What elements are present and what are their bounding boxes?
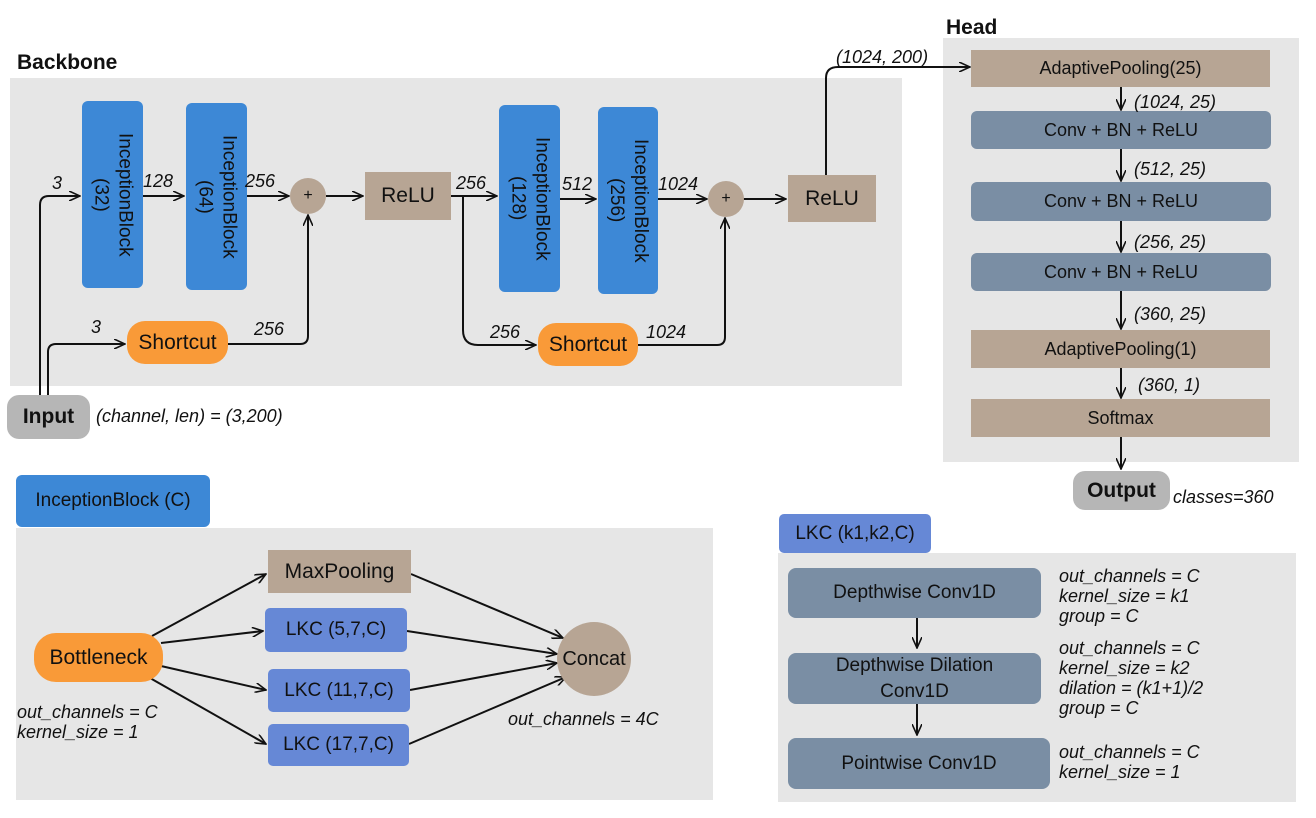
depthwise-dilation-conv1d-node[interactable]: Depthwise Dilation Conv1D [788, 653, 1041, 704]
head-dim-4: (360, 25) [1134, 304, 1207, 324]
bottleneck-node-label: Bottleneck [49, 645, 148, 669]
dim-label-128: 128 [143, 171, 174, 191]
inception-block-32-label: InceptionBlock (32) [90, 132, 136, 257]
dim-label-256-shortcut2: 256 [490, 322, 521, 342]
lkc-5-7-node-label: LKC (5,7,C) [285, 619, 387, 640]
maxpooling-node-label: MaxPooling [284, 559, 395, 583]
pointwise-conv1d-node-label: Pointwise Conv1D [841, 752, 997, 774]
dim-label-256-a: 256 [245, 171, 276, 191]
shortcut-2[interactable]: Shortcut [538, 323, 638, 366]
add-node-1-symbol: + [303, 187, 313, 204]
output-node-label: Output [1087, 478, 1156, 502]
bottleneck-node[interactable]: Bottleneck [34, 633, 163, 682]
head-dim-1: (1024, 25) [1134, 92, 1217, 112]
pointwise-params: out_channels = C kernel_size = 1 [1059, 742, 1200, 782]
head-adaptive-pooling-1-label: AdaptivePooling(1) [1044, 338, 1197, 359]
depthwise-conv1d-node[interactable]: Depthwise Conv1D [788, 568, 1041, 618]
output-description: classes=360 [1173, 487, 1274, 507]
head-conv-block-3[interactable]: Conv + BN + ReLU [971, 253, 1271, 291]
concat-node-label: Concat [562, 647, 626, 670]
inception-detail-title-label: InceptionBlock (C) [35, 490, 191, 511]
add-node-2[interactable]: + [708, 181, 744, 217]
depthwise-conv1d-node-label: Depthwise Conv1D [833, 582, 996, 603]
inception-block-256[interactable]: InceptionBlock (256) [598, 107, 658, 294]
dim-label-256-shortcut1: 256 [254, 319, 285, 339]
add-node-1[interactable]: + [290, 178, 326, 214]
dim-label-3-bottom: 3 [91, 317, 102, 337]
inception-detail-title: InceptionBlock (C) [16, 475, 210, 527]
dim-label-1024-a: 1024 [658, 174, 699, 194]
inception-block-64-label: InceptionBlock (64) [194, 134, 240, 259]
lkc-17-7-node[interactable]: LKC (17,7,C) [268, 724, 409, 766]
head-softmax-label: Softmax [1087, 407, 1154, 428]
concat-params: out_channels = 4C [508, 709, 659, 729]
dim-label-1024-shortcut2: 1024 [646, 322, 687, 342]
inception-block-256-label: InceptionBlock (256) [606, 138, 651, 263]
relu-2[interactable]: ReLU [788, 175, 876, 222]
head-adaptive-pooling-25[interactable]: AdaptivePooling(25) [971, 50, 1270, 87]
shortcut-2-label: Shortcut [548, 332, 628, 356]
concat-node[interactable]: Concat [557, 622, 631, 696]
shortcut-1-label: Shortcut [138, 330, 217, 354]
shortcut-1[interactable]: Shortcut [127, 321, 228, 364]
input-node-label: Input [22, 405, 75, 428]
lkc-5-7-node[interactable]: LKC (5,7,C) [265, 608, 407, 652]
depthwise-params: out_channels = C kernel_size = k1 group … [1059, 566, 1200, 626]
head-conv-block-1-label: Conv + BN + ReLU [1043, 119, 1199, 140]
lkc-detail-title: LKC (k1,k2,C) [779, 514, 931, 553]
pointwise-conv1d-node[interactable]: Pointwise Conv1D [788, 738, 1050, 789]
head-conv-block-2-label: Conv + BN + ReLU [1043, 191, 1199, 211]
inception-block-64[interactable]: InceptionBlock (64) [186, 103, 247, 290]
head-title: Head [946, 16, 998, 39]
head-softmax[interactable]: Softmax [971, 399, 1270, 437]
head-conv-block-1[interactable]: Conv + BN + ReLU [971, 111, 1271, 149]
bottleneck-params: out_channels = C kernel_size = 1 [17, 702, 158, 742]
input-node[interactable]: Input [7, 395, 90, 439]
head-dim-2: (512, 25) [1134, 159, 1207, 179]
relu-2-label: ReLU [805, 186, 859, 210]
relu-1[interactable]: ReLU [365, 172, 451, 220]
lkc-11-7-node-label: LKC (11,7,C) [284, 679, 394, 701]
head-conv-block-3-label: Conv + BN + ReLU [1043, 261, 1199, 282]
depthwise-dilation-params: out_channels = C kernel_size = k2 dilati… [1059, 638, 1204, 718]
inception-block-32[interactable]: InceptionBlock (32) [82, 101, 143, 288]
input-description: (channel, len) = (3,200) [96, 406, 283, 426]
maxpooling-node[interactable]: MaxPooling [268, 550, 411, 593]
dim-label-256-b: 256 [456, 173, 487, 193]
lkc-11-7-node[interactable]: LKC (11,7,C) [268, 669, 410, 712]
dim-label-1024-200: (1024, 200) [836, 47, 929, 67]
head-dim-5: (360, 1) [1138, 375, 1201, 395]
lkc-17-7-node-label: LKC (17,7,C) [283, 734, 394, 755]
lkc-detail-title-label: LKC (k1,k2,C) [795, 522, 915, 544]
head-adaptive-pooling-1[interactable]: AdaptivePooling(1) [971, 330, 1270, 368]
backbone-title: Backbone [17, 51, 118, 74]
add-node-2-symbol: + [721, 190, 731, 207]
depthwise-dilation-conv1d-node-label: Depthwise Dilation Conv1D [835, 654, 994, 702]
head-dim-3: (256, 25) [1134, 232, 1207, 252]
dim-label-512: 512 [562, 174, 593, 194]
inception-block-128[interactable]: InceptionBlock (128) [499, 105, 560, 292]
dim-label-3-top: 3 [52, 173, 63, 193]
head-conv-block-2[interactable]: Conv + BN + ReLU [971, 182, 1271, 221]
inception-block-128-label: InceptionBlock (128) [507, 136, 553, 261]
head-adaptive-pooling-25-label: AdaptivePooling(25) [1039, 58, 1202, 78]
relu-1-label: ReLU [381, 184, 435, 207]
output-node[interactable]: Output [1073, 471, 1170, 510]
